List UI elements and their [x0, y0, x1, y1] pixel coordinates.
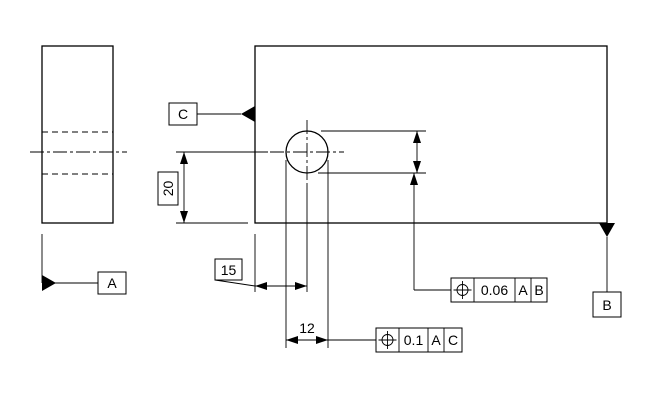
datum-c-triangle-icon: [241, 106, 255, 122]
fcf-lower: 0.1 A C: [375, 327, 463, 353]
right-arrow-top-icon: [413, 131, 421, 143]
right-dimension: [318, 130, 451, 291]
datum-c-label: C: [178, 106, 188, 122]
datum-a-triangle-icon: [42, 275, 56, 291]
offset-arrow-right-icon: [295, 282, 307, 290]
offset-value-box: [214, 258, 243, 281]
position-icon: [453, 281, 472, 299]
height-value-box: [157, 171, 179, 206]
datum-a: A: [41, 234, 127, 295]
fcf-lower-tolerance: 0.1: [404, 332, 424, 348]
diameter-dimension: 12: [285, 160, 376, 348]
offset-arrow-left-icon: [255, 282, 267, 290]
fcf-upper-datum-primary: A: [518, 282, 528, 298]
fcf-upper-datum-secondary: B: [534, 282, 543, 298]
height-value: 20: [160, 181, 176, 197]
front-view-outline: [254, 45, 608, 224]
diameter-arrow-left-icon: [286, 336, 298, 344]
datum-b-triangle-icon: [599, 223, 615, 237]
offset-leader: [214, 279, 256, 287]
fcf-upper-tolerance: 0.06: [481, 282, 508, 298]
side-view: [30, 45, 127, 224]
diameter-arrow-right-icon: [316, 336, 328, 344]
height-arrow-top-icon: [180, 152, 188, 164]
fcf-upper: 0.06 A B: [450, 277, 548, 303]
datum-b-label: B: [602, 297, 611, 313]
datum-a-box: [97, 271, 127, 295]
front-view: [254, 45, 608, 224]
datum-c: C: [168, 102, 255, 126]
right-arrow-bottom-icon: [413, 161, 421, 173]
diameter-value: 12: [299, 320, 315, 336]
offset-value: 15: [221, 262, 237, 278]
datum-b-box: [592, 291, 622, 318]
fcf-lower-datum-secondary: C: [448, 332, 458, 348]
height-dimension: 20: [157, 151, 268, 224]
datum-a-label: A: [107, 275, 117, 291]
side-view-outline: [41, 45, 114, 224]
fcf-lower-datum-primary: A: [431, 332, 441, 348]
upper-frame-leader-arrow-icon: [410, 173, 418, 185]
position-icon: [378, 331, 397, 349]
datum-b: B: [592, 223, 622, 318]
offset-dimension: 15: [214, 184, 308, 292]
datum-c-box: [168, 102, 198, 126]
height-arrow-bottom-icon: [180, 211, 188, 223]
